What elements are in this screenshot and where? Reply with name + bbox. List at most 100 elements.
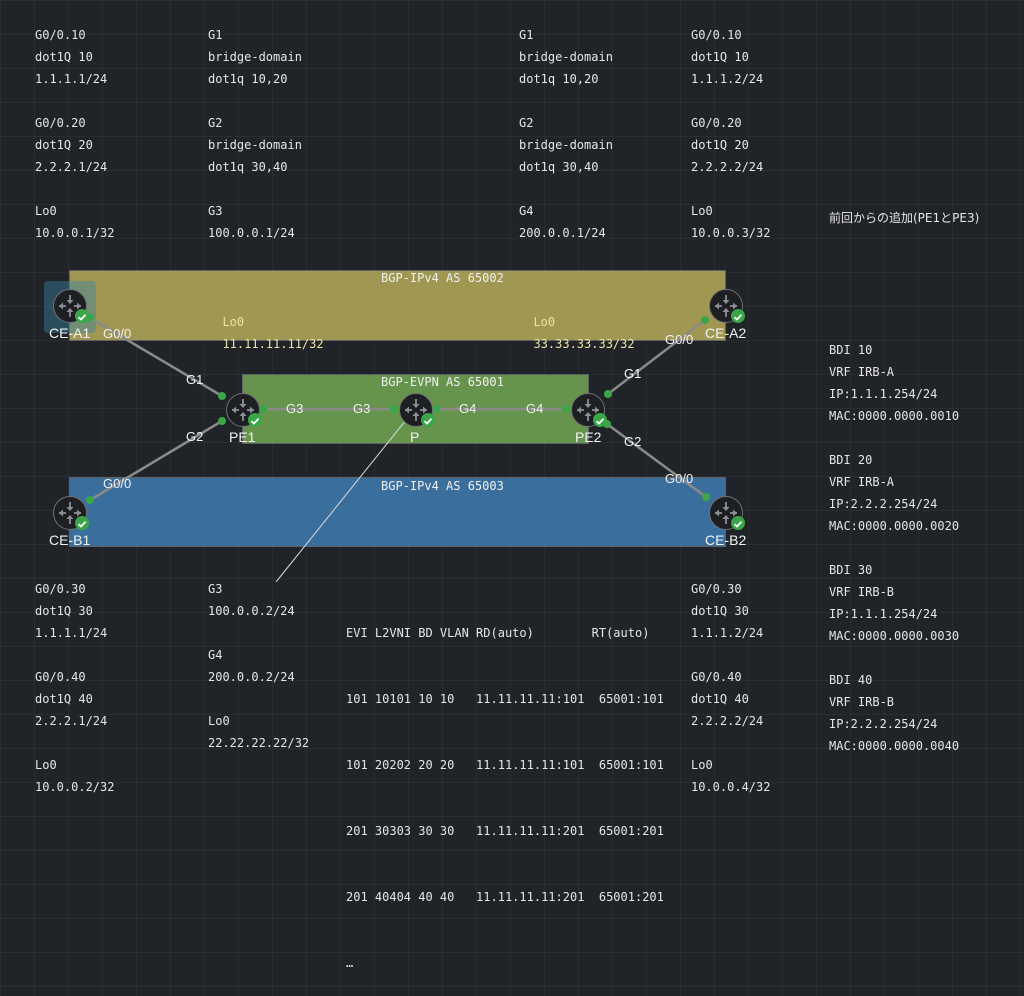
config-line: dot1q 10,20 (208, 72, 288, 86)
config-line: G3 (208, 204, 223, 218)
pe2-loopback-name: Lo0 (533, 315, 556, 329)
config-line: MAC:0000.0000.0040 (829, 739, 960, 753)
if-label-ce-b2-g00: G0/0 (665, 471, 694, 486)
config-line: Lo0 (691, 204, 713, 218)
config-line: 100.0.0.1/24 (208, 226, 295, 240)
port-dot (259, 405, 267, 413)
evi-table-row: 101 20202 20 20 11.11.11.11:101 65001:10… (346, 758, 664, 772)
zone-as65003-title: BGP-IPv4 AS 65003 (381, 479, 504, 493)
config-line: Lo0 (691, 758, 713, 772)
router-pe2[interactable] (571, 393, 607, 427)
router-arrows-icon (232, 399, 254, 421)
evi-table-row: 201 40404 40 40 11.11.11.11:201 65001:20… (346, 890, 664, 904)
config-line: IP:2.2.2.254/24 (829, 497, 938, 511)
status-check-icon (248, 413, 262, 427)
config-line: dot1q 30,40 (208, 160, 288, 174)
router-ce-b1[interactable] (53, 496, 89, 530)
port-dot (86, 314, 94, 322)
config-line: BDI 20 (829, 453, 873, 467)
port-dot (604, 390, 612, 398)
router-ce-a2[interactable] (709, 289, 745, 323)
config-line: dot1q 10,20 (519, 72, 599, 86)
config-line: 10.0.0.2/32 (35, 780, 115, 794)
config-line: dot1Q 30 (35, 604, 93, 618)
config-line: 200.0.0.1/24 (519, 226, 606, 240)
link-ce-b1-pe1 (89, 419, 223, 502)
router-arrows-icon (59, 502, 81, 524)
node-label-pe2: PE2 (575, 429, 602, 445)
config-line: 2.2.2.1/24 (35, 714, 108, 728)
router-icon (399, 393, 433, 427)
config-line: dot1Q 10 (35, 50, 93, 64)
config-line: dot1Q 10 (691, 50, 749, 64)
links-layer (89, 316, 707, 583)
router-arrows-icon (405, 399, 427, 421)
router-arrows-icon (715, 295, 737, 317)
config-line: 2.2.2.2/24 (691, 714, 764, 728)
annotation-pointer-line (275, 419, 407, 583)
pe2-loopback-ip: 33.33.33.33/32 (533, 337, 635, 351)
config-line: VRF IRB-B (829, 585, 895, 599)
config-line: BDI 10 (829, 343, 873, 357)
if-label-p-g4: G4 (459, 401, 477, 416)
config-line: 2.2.2.2/24 (691, 160, 764, 174)
config-line: Lo0 (208, 714, 230, 728)
pe1-loopback-name: Lo0 (222, 315, 245, 329)
config-line: 100.0.0.2/24 (208, 604, 295, 618)
config-line: bridge-domain (519, 50, 613, 64)
router-pe1[interactable] (226, 393, 262, 427)
config-line: dot1q 30,40 (519, 160, 599, 174)
if-label-pe1-g2: G2 (186, 429, 204, 444)
link-ce-a1-pe1 (89, 316, 223, 398)
port-dot (218, 417, 226, 425)
config-line: G2 (208, 116, 223, 130)
additions-notes: 前回からの追加(PE1とPE3) BDI 10 VRF IRB-A IP:1.1.1… (829, 163, 979, 779)
config-line: MAC:0000.0000.0020 (829, 519, 960, 533)
status-check-icon (731, 516, 745, 530)
node-label-ce-a2: CE-A2 (705, 325, 747, 341)
port-dot (702, 493, 710, 501)
router-icon (53, 289, 87, 323)
config-line: 10.0.0.4/32 (691, 780, 771, 794)
config-line: 10.0.0.1/32 (35, 226, 115, 240)
evi-table-row: 101 10101 10 10 11.11.11.11:101 65001:10… (346, 692, 664, 706)
config-line: bridge-domain (208, 138, 302, 152)
status-check-icon (593, 413, 607, 427)
config-line: G0/0.20 (35, 116, 86, 130)
if-label-pe2-g1: G1 (624, 366, 642, 381)
config-line: VRF IRB-A (829, 475, 895, 489)
config-line: G0/0.40 (691, 670, 742, 684)
config-line: 1.1.1.1/24 (35, 626, 108, 640)
config-line: G1 (208, 28, 223, 42)
router-p[interactable] (399, 393, 435, 427)
router-ce-a1[interactable] (53, 289, 89, 323)
additions-title: 前回からの追加(PE1とPE3) (829, 211, 980, 225)
config-line: G0/0.10 (35, 28, 86, 42)
pe2-loopback: Lo0 33.33.33.33/32 (519, 289, 635, 355)
config-line: MAC:0000.0000.0010 (829, 409, 960, 423)
if-label-ce-b1-g00: G0/0 (103, 476, 132, 491)
config-line: 2.2.2.1/24 (35, 160, 108, 174)
config-line: 1.1.1.2/24 (691, 72, 764, 86)
port-dot (701, 316, 709, 324)
evi-table-ellipsis: … (346, 956, 354, 970)
config-line: 22.22.22.22/32 (208, 736, 310, 750)
status-check-icon (75, 516, 89, 530)
pe1-loopback-ip: 11.11.11.11/32 (222, 337, 324, 351)
config-line: G0/0.40 (35, 670, 86, 684)
config-line: G0/0.10 (691, 28, 742, 42)
node-label-pe1: PE1 (229, 429, 256, 445)
node-label-ce-a1: CE-A1 (49, 325, 91, 341)
config-line: G3 (208, 582, 223, 596)
port-dot (562, 405, 570, 413)
zone-as65002[interactable] (69, 270, 726, 341)
config-line: IP:1.1.1.254/24 (829, 387, 938, 401)
config-line: 200.0.0.2/24 (208, 670, 295, 684)
config-line: MAC:0000.0000.0030 (829, 629, 960, 643)
config-line: G0/0.20 (691, 116, 742, 130)
router-ce-b2[interactable] (709, 496, 745, 530)
config-line: 1.1.1.1/24 (35, 72, 108, 86)
